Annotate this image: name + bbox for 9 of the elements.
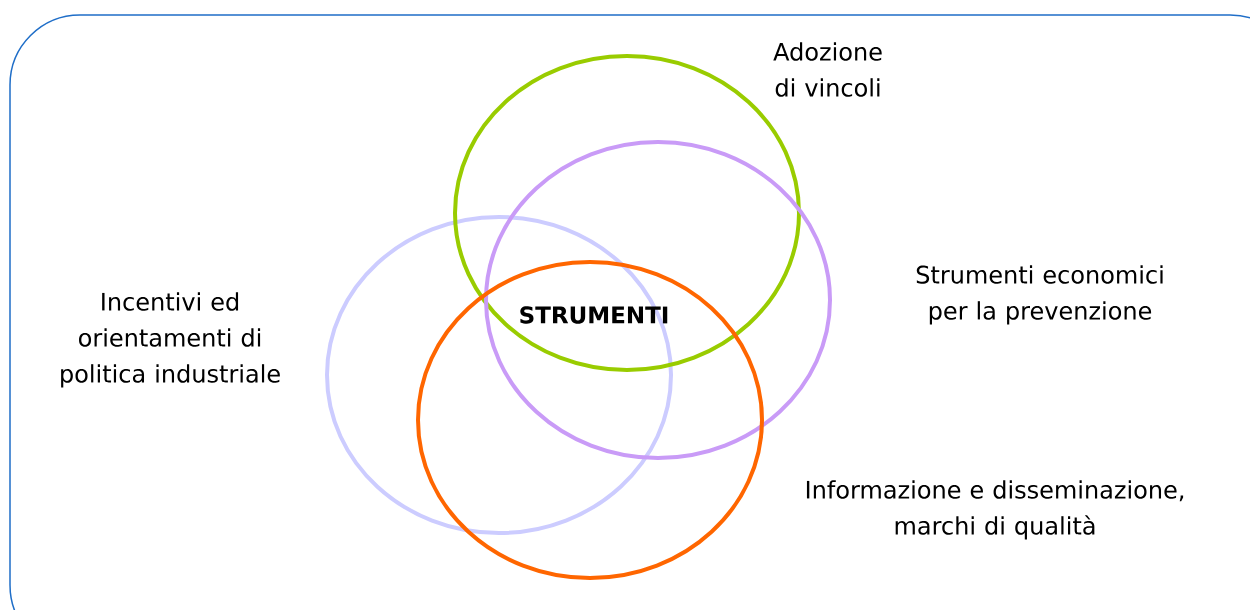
ellipse-label: Adozione di vincoli: [773, 42, 882, 97]
ellipse: [325, 215, 673, 535]
ellipse-label: Informazione e disseminazione, marchi di qualità: [806, 480, 1184, 540]
ellipse-label: Incentivi ed orientamenti di politica industriale: [61, 292, 280, 388]
ellipse-label: Strumenti economici per la prevenzione: [916, 265, 1163, 325]
ellipse: [416, 260, 764, 580]
rounded-frame: [9, 14, 1250, 610]
ellipse: [484, 140, 832, 460]
center-label: STRUMENTI: [520, 306, 668, 324]
